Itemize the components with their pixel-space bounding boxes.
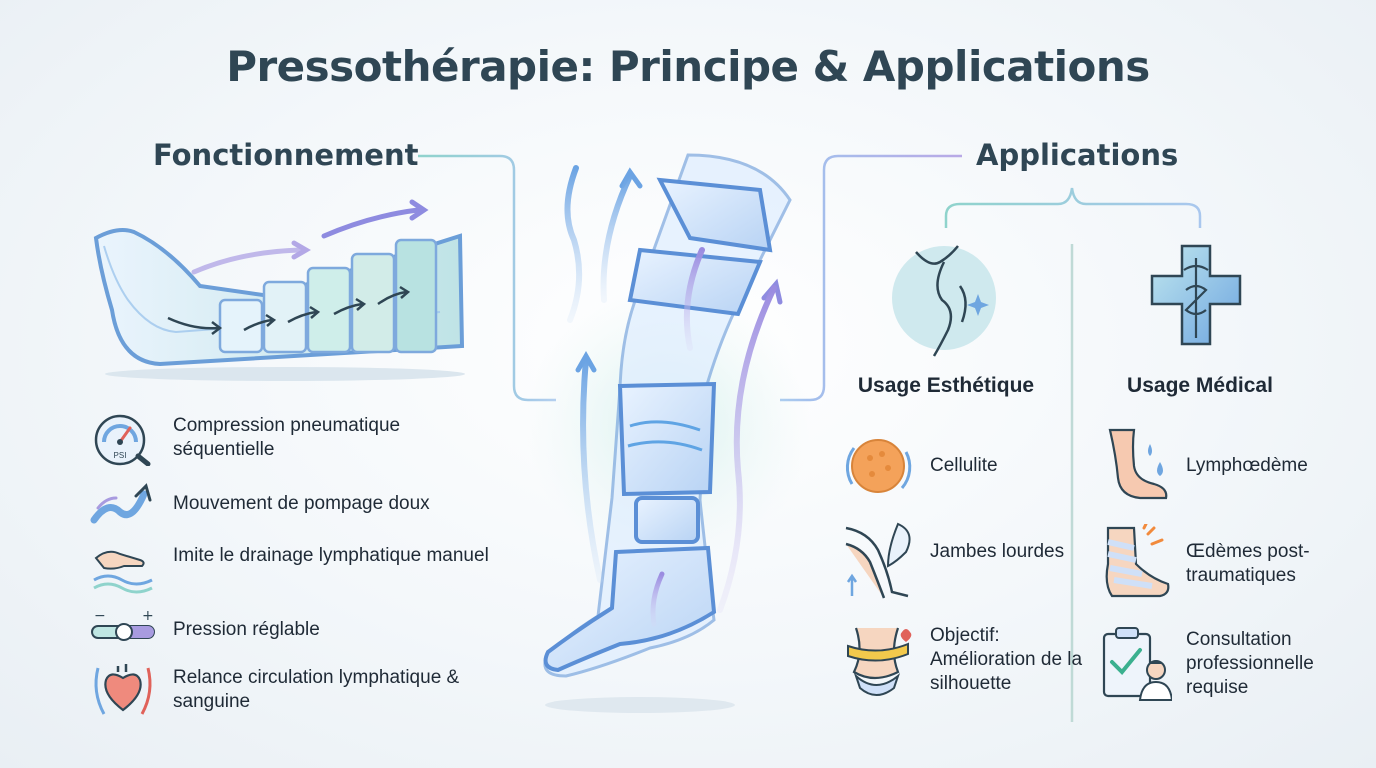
measuring-tape-waist-icon: [847, 627, 912, 696]
app-item-label: Œdèmes post-traumatiques: [1186, 541, 1310, 586]
cellulite-icon: [845, 439, 912, 493]
feature-pompage: Mouvement de pompage doux: [90, 478, 510, 532]
slider-icon: − +: [91, 608, 155, 641]
app-item-cellulite: Cellulite: [844, 430, 1094, 510]
app-item-label: Cellulite: [930, 455, 998, 476]
app-item-consultation: Consultation professionnelle requise: [1100, 626, 1350, 706]
swollen-leg-drops-icon: [1108, 428, 1168, 500]
minus-sign: −: [94, 608, 106, 624]
section-title-fonctionnement: Fonctionnement: [153, 138, 419, 172]
feature-compression: PSI Compression pneumatique séquentielle: [90, 412, 510, 466]
app-item-label: Consultation professionnelle requise: [1186, 629, 1314, 698]
feature-circulation: Relance circulation lymphatique & sangui…: [90, 662, 510, 716]
usage-medical-heading: Usage Médical: [1127, 374, 1273, 397]
page-title: Pressothérapie: Principe & Applications: [226, 42, 1150, 91]
heart-circulation-icon: [94, 664, 152, 715]
feature-label: Imite le drainage lymphatique manuel: [173, 545, 489, 566]
feature-label: Mouvement de pompage doux: [173, 493, 430, 514]
psi-label: PSI: [114, 451, 127, 460]
plus-sign: +: [142, 608, 154, 624]
hand-wave-icon: [93, 550, 153, 594]
pressure-gauge-icon: PSI: [94, 414, 151, 466]
feature-label: Pression réglable: [173, 619, 320, 640]
doctor-clipboard-icon: [1102, 627, 1172, 701]
app-item-oedemes: Œdèmes post-traumatiques: [1100, 524, 1350, 604]
wave-arrow-icon: [90, 483, 152, 524]
bandaged-foot-icon: [1105, 524, 1170, 598]
feature-pression: − + Pression réglable: [90, 606, 510, 660]
app-item-label: Jambes lourdes: [930, 541, 1065, 562]
app-item-lymphoedeme: Lymphœdème: [1100, 426, 1350, 506]
feature-label: Compression pneumatique séquentielle: [173, 415, 401, 460]
section-title-applications: Applications: [976, 138, 1179, 172]
feature-label: Relance circulation lymphatique & sangui…: [173, 667, 460, 712]
app-item-jambes-lourdes: Jambes lourdes: [844, 522, 1094, 602]
usage-esthetique-heading: Usage Esthétique: [857, 374, 1035, 397]
app-item-label: Lymphœdème: [1186, 455, 1308, 476]
feature-drainage: Imite le drainage lymphatique manuel: [90, 542, 510, 596]
app-item-label: Objectif: Amélioration de la silhouette: [930, 625, 1083, 694]
app-item-silhouette: Objectif: Amélioration de la silhouette: [844, 622, 1094, 702]
leg-feather-icon: [845, 522, 911, 599]
